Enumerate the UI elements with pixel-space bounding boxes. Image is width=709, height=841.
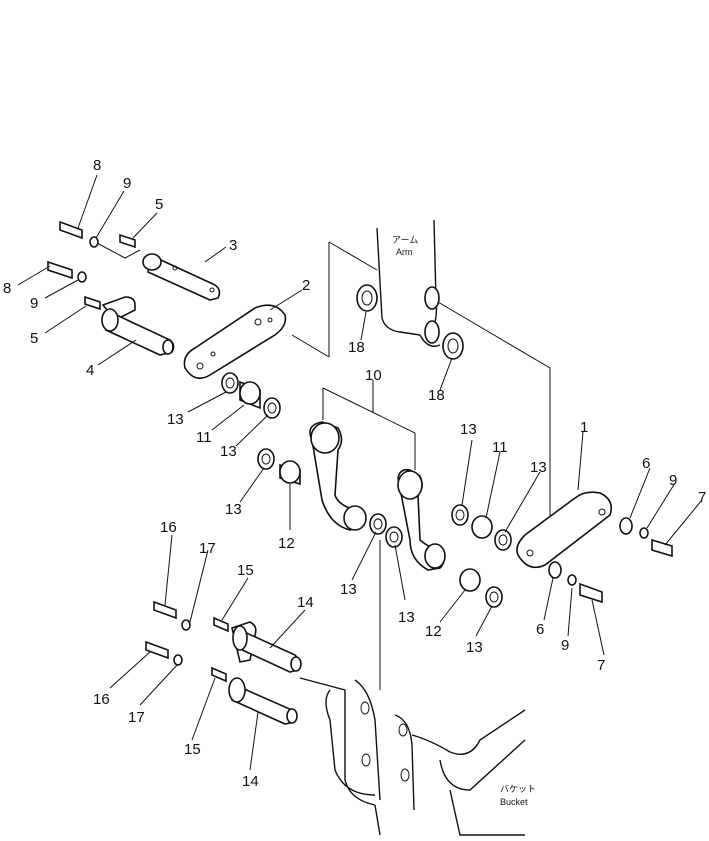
- fasteners-top-left: [47, 220, 136, 311]
- leader-lines: [17, 174, 703, 771]
- callout-13c: 13: [225, 501, 242, 518]
- callout-13e: 13: [530, 459, 547, 476]
- callout-13f: 13: [340, 581, 357, 598]
- callout-17b: 17: [128, 709, 145, 726]
- bushing-group-left: [221, 372, 301, 486]
- callout-16: 16: [160, 519, 177, 536]
- callout-2: 2: [302, 277, 310, 294]
- fasteners-right: [548, 517, 673, 604]
- callout-8: 8: [93, 157, 101, 174]
- arm-label-en: Arm: [396, 247, 413, 257]
- fasteners-bottom-left: [145, 600, 229, 683]
- link-plate-1: [516, 491, 613, 569]
- callout-5: 5: [155, 196, 163, 213]
- bucket-label-jp: バケット: [500, 784, 536, 794]
- callout-13d: 13: [460, 421, 477, 438]
- callout-8b: 8: [3, 280, 11, 297]
- callout-18: 18: [348, 339, 365, 356]
- callout-16b: 16: [93, 691, 110, 708]
- callout-1: 1: [580, 419, 588, 436]
- callout-6: 6: [642, 455, 650, 472]
- callout-7: 7: [698, 489, 706, 506]
- callout-numbers: 8 9 5 3 8 9 5 4 2 18 18 10 1 13 11 13 13…: [3, 157, 706, 790]
- callout-11b: 11: [492, 439, 508, 456]
- bucket-body: [299, 540, 526, 836]
- callout-13g: 13: [398, 609, 415, 626]
- callout-13: 13: [167, 411, 184, 428]
- callout-3: 3: [229, 237, 237, 254]
- arm-label-jp: アーム: [392, 235, 418, 245]
- pin-14-lower: [228, 677, 298, 725]
- callout-9d: 9: [561, 637, 569, 654]
- callout-12b: 12: [425, 623, 442, 640]
- callout-5b: 5: [30, 330, 38, 347]
- bushing-group-center: [369, 513, 403, 548]
- callout-15b: 15: [184, 741, 201, 758]
- bushing-group-right: [451, 504, 512, 608]
- callout-9b: 9: [30, 295, 38, 312]
- callout-9: 9: [123, 175, 131, 192]
- callout-6b: 6: [536, 621, 544, 638]
- pin-3: [142, 253, 221, 301]
- callout-9c: 9: [669, 472, 677, 489]
- pin-4: [101, 296, 175, 356]
- h-link-10: [309, 421, 446, 571]
- callout-17: 17: [199, 540, 216, 557]
- callout-10: 10: [365, 367, 382, 384]
- arm-body: [291, 219, 441, 358]
- callout-14b: 14: [242, 773, 259, 790]
- pin-14-upper: [231, 621, 302, 673]
- washer-18-right: [442, 332, 464, 360]
- callout-11: 11: [196, 429, 212, 446]
- link-plate-2: [183, 304, 287, 380]
- bucket-label-en: Bucket: [500, 797, 528, 807]
- callout-15: 15: [237, 562, 254, 579]
- callout-12: 12: [278, 535, 295, 552]
- callout-13h: 13: [466, 639, 483, 656]
- washer-18-left: [356, 284, 378, 312]
- callout-14: 14: [297, 594, 314, 611]
- callout-7b: 7: [597, 657, 605, 674]
- callout-18b: 18: [428, 387, 445, 404]
- callout-13b: 13: [220, 443, 237, 460]
- callout-4: 4: [86, 362, 94, 379]
